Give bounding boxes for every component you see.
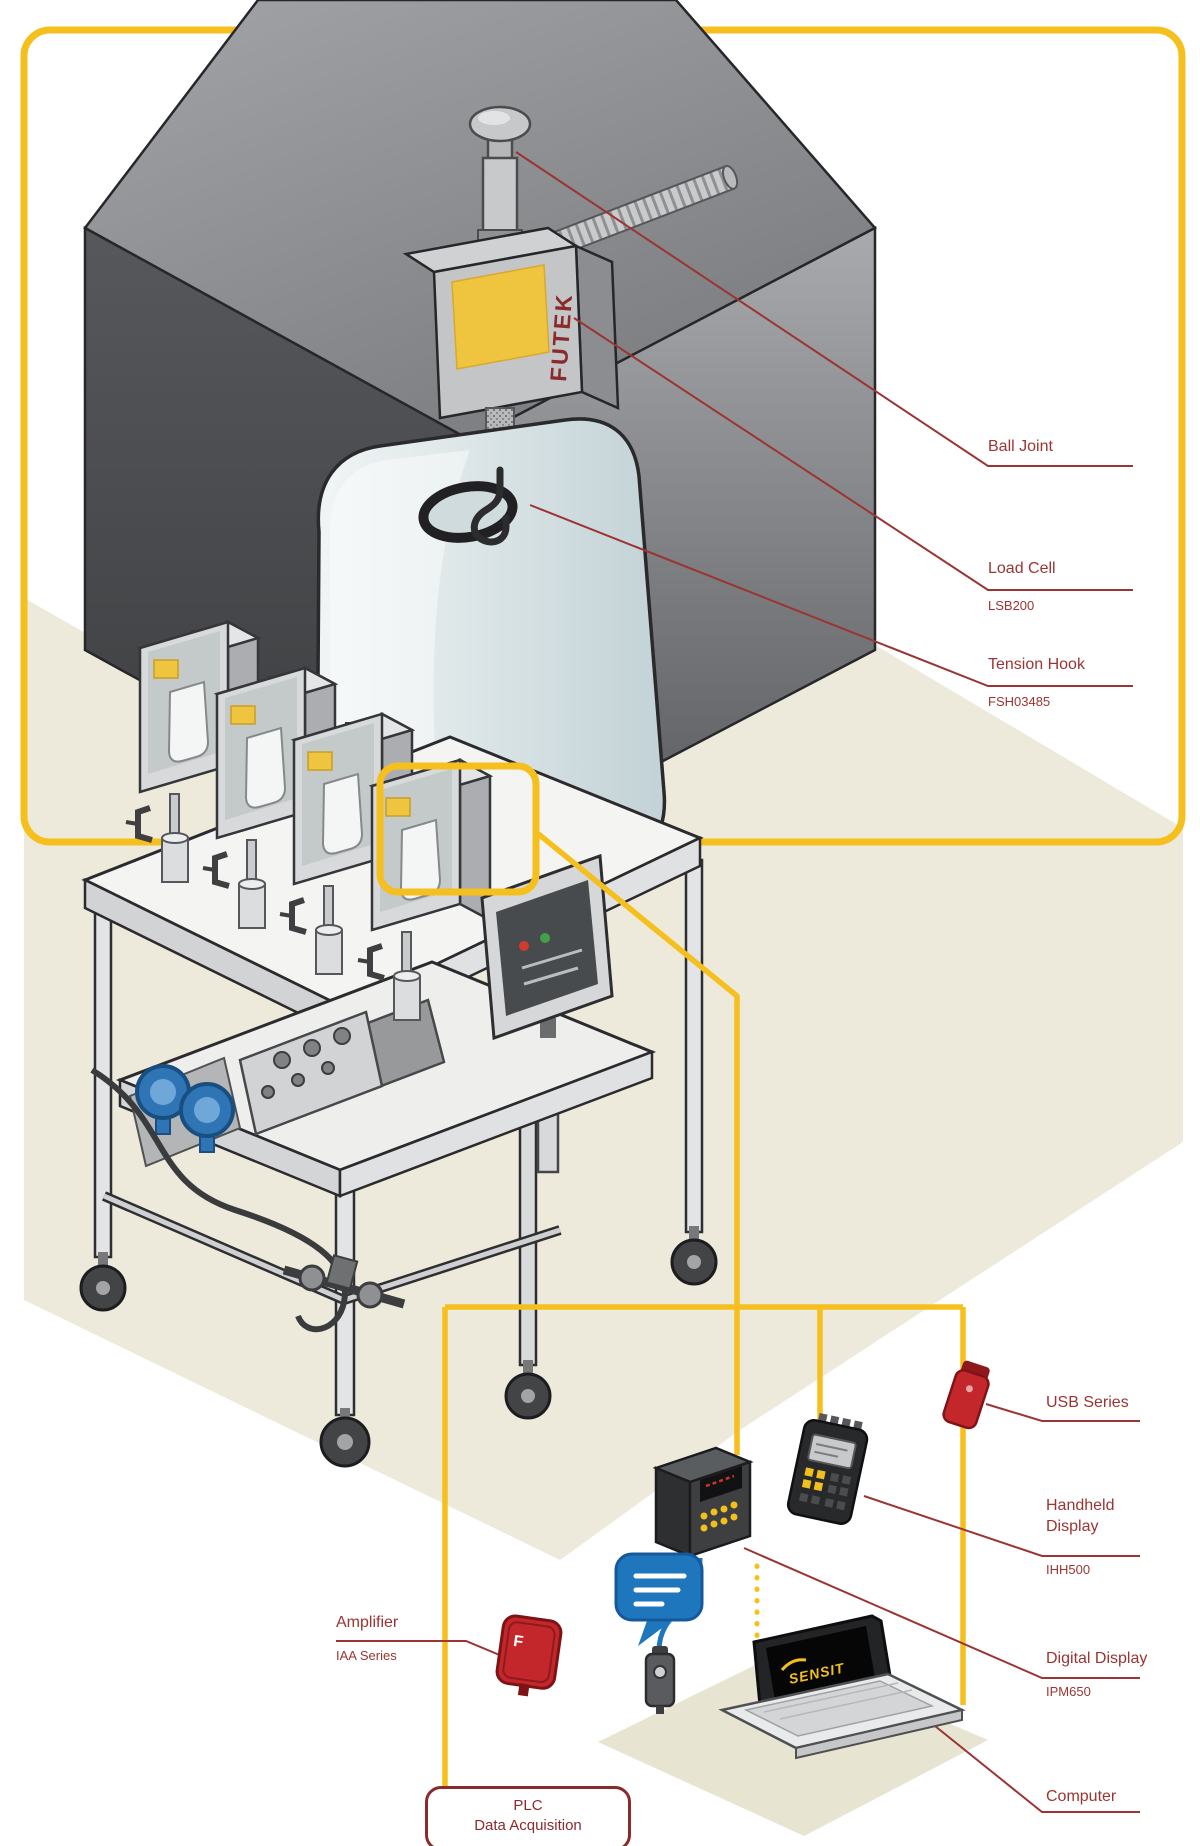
sensor-device	[644, 1646, 676, 1714]
handheld-display-device	[786, 1413, 869, 1525]
callout-handheld-model: IHH500	[1046, 1562, 1091, 1577]
callout-load-cell: Load Cell	[988, 560, 1056, 577]
usb-device	[942, 1360, 990, 1430]
plc-line2: Data Acquisition	[474, 1817, 582, 1835]
dispenser-station-3	[279, 711, 416, 975]
bag-hanger-hole	[418, 481, 518, 543]
instrument-panel	[238, 998, 446, 1136]
pump-gauges	[128, 1056, 242, 1168]
chat-bubble-icon	[614, 1552, 704, 1646]
callout-amplifier: Amplifier	[336, 1614, 399, 1631]
callout-load-cell-model: LSB200	[988, 598, 1035, 613]
status-light-green	[540, 933, 550, 943]
casters	[79, 1226, 718, 1468]
amplifier-logo-f: F	[512, 1633, 524, 1651]
callout-computer: Computer	[1046, 1788, 1117, 1805]
callout-digital-display: Digital Display	[1046, 1650, 1148, 1667]
display-buttons	[700, 1501, 738, 1532]
valve-assembly	[282, 1254, 406, 1309]
plc-box: PLC Data Acquisition	[425, 1786, 631, 1846]
callout-tension-hook-model: FSH03485	[988, 694, 1051, 709]
load-cell-label-sticker	[451, 264, 550, 370]
highlight-box	[376, 762, 540, 896]
callout-amplifier-model: IAA Series	[336, 1648, 397, 1663]
cable	[90, 1067, 348, 1333]
status-light-red	[519, 941, 529, 951]
ball-joint	[468, 105, 532, 166]
digital-display-device	[652, 1446, 754, 1558]
callout-tension-hook: Tension Hook	[988, 656, 1085, 673]
dispenser-station-4	[357, 757, 494, 1021]
futek-logo-text: FUTEK	[545, 292, 577, 383]
laptop: SENSIT	[718, 1614, 966, 1760]
amplifier-device: F	[495, 1614, 563, 1697]
callout-digital-display-model: IPM650	[1046, 1684, 1091, 1699]
plc-line1: PLC	[513, 1797, 543, 1814]
callout-handheld-display: Handheld Display	[1046, 1497, 1115, 1535]
callout-ball-joint: Ball Joint	[988, 438, 1053, 455]
callout-usb-series: USB Series	[1046, 1394, 1129, 1411]
tension-hook	[470, 466, 510, 546]
callout-lines	[336, 151, 1140, 1813]
cart-monitor	[480, 853, 614, 1041]
